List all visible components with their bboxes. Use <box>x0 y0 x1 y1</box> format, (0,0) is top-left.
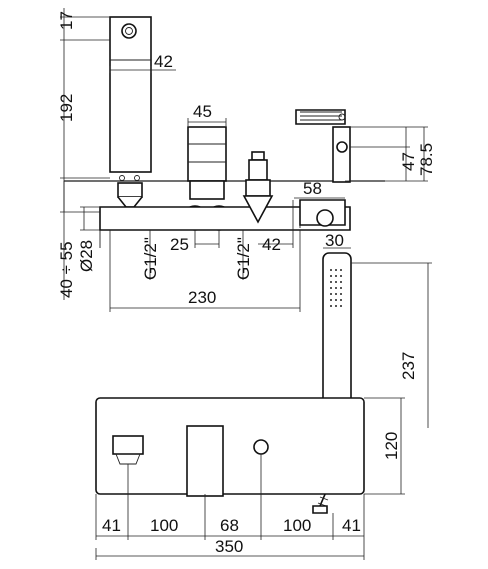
spout-outlet-icon <box>121 23 137 39</box>
dimension-lines <box>60 8 432 560</box>
dim-inlet-left: G1/2" <box>141 237 160 280</box>
dim-inlet-spacing: 25 <box>170 235 189 254</box>
plan-spout <box>112 435 144 465</box>
dim-handset-width: 30 <box>325 231 344 250</box>
dim-pipe-diameter: Ø28 <box>77 240 96 272</box>
dim-plan-left: 41 <box>102 516 121 535</box>
dim-handset-length: 237 <box>399 352 418 380</box>
holder-button-icon <box>336 141 348 153</box>
dim-shower-holder-height: 78.5 <box>417 143 436 176</box>
dim-outlet-spacing: 47 <box>399 152 418 171</box>
dim-plan-right: 41 <box>342 516 361 535</box>
dim-plan-diverter-holder: 100 <box>283 516 311 535</box>
dim-spout-to-handset: 230 <box>188 288 216 307</box>
plan-mixer <box>186 425 224 497</box>
dim-plan-total: 350 <box>215 537 243 556</box>
dim-pipe-reach: 58 <box>303 179 322 198</box>
dim-inlet-right: G1/2" <box>234 237 253 280</box>
plan-outline <box>95 397 365 495</box>
plan-diverter-icon <box>253 439 269 455</box>
dim-holder-height: 120 <box>382 432 401 460</box>
dim-spout-top: 17 <box>57 11 76 30</box>
dim-spout-width: 42 <box>154 52 173 71</box>
dim-plan-mixer-diverter: 68 <box>220 516 239 535</box>
dim-diverter-offset: 42 <box>262 235 281 254</box>
dim-mixer-width: 45 <box>193 102 212 121</box>
dim-plan-spout-mixer: 100 <box>150 516 178 535</box>
shower-holder <box>295 109 351 227</box>
dim-spout-height: 192 <box>57 94 76 122</box>
spout <box>109 16 152 208</box>
diverter <box>242 151 274 224</box>
dim-deck-thickness: 40 ÷ 55 <box>57 241 76 298</box>
spray-face-icon <box>330 269 342 307</box>
